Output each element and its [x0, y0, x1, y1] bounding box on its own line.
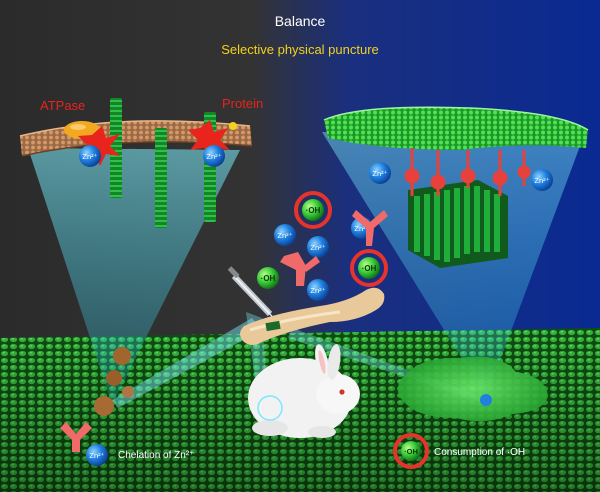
protein-dot [229, 122, 237, 130]
zn-ion-icon: Zn²⁺ [307, 279, 329, 301]
svg-text:Zn²⁺: Zn²⁺ [372, 169, 387, 178]
svg-text:Zn²⁺: Zn²⁺ [206, 152, 221, 161]
svg-text:·OH: ·OH [261, 274, 276, 283]
svg-text:Zn²⁺: Zn²⁺ [534, 176, 549, 185]
title: Balance [275, 13, 326, 29]
zn-ion-icon: Zn²⁺ [86, 444, 108, 466]
membrane-receptors [404, 148, 531, 196]
svg-text:·OH: ·OH [306, 206, 321, 215]
puncture-star-right [188, 120, 230, 160]
oh-radical-icon: ·OH [257, 267, 279, 289]
puncture-star-left [78, 126, 120, 166]
y-shaped-chelator-icon [60, 422, 92, 452]
svg-text:Zn²⁺: Zn²⁺ [277, 231, 292, 240]
right-cell-membrane [323, 106, 589, 150]
svg-text:·OH: ·OH [404, 447, 418, 456]
zn-ion-icon: Zn²⁺ [531, 169, 553, 191]
zn-ion-icon: Zn²⁺ [203, 145, 225, 167]
svg-text:Zn²⁺: Zn²⁺ [310, 286, 325, 295]
subtitle: Selective physical puncture [221, 42, 379, 57]
oh-radical-icon: ·OH [393, 433, 429, 469]
green-cell [397, 356, 548, 422]
bone-icon [240, 287, 385, 345]
svg-text:Zn²⁺: Zn²⁺ [89, 451, 104, 460]
oh-radical-icon: ·OH [294, 191, 332, 229]
rabbit-icon [248, 344, 360, 438]
zn-ion-icon: Zn²⁺ [307, 236, 329, 258]
atpase-label: ATPase [40, 98, 85, 113]
zn-ion-icon: Zn²⁺ [369, 162, 391, 184]
bacteria-cluster [94, 347, 134, 416]
center-beam-left [112, 318, 262, 408]
legend-chelation: Zn²⁺ Chelation of Zn²⁺ [60, 422, 194, 466]
zn-ion-icon: Zn²⁺ [274, 224, 296, 246]
svg-text:Zn²⁺: Zn²⁺ [310, 243, 325, 252]
y-shaped-chelator-icon [280, 252, 320, 286]
oh-radical-icon: ·OH [350, 249, 388, 287]
svg-text:·OH: ·OH [362, 264, 377, 273]
zn-ion-icon: Zn²⁺ [79, 145, 101, 167]
svg-text:Zn²⁺: Zn²⁺ [354, 224, 369, 233]
legend-chelation-label: Chelation of Zn²⁺ [118, 450, 194, 461]
left-beam-cone [28, 148, 240, 405]
legend-consumption-label: Consumption of ·OH [434, 447, 525, 458]
protein-label: Protein [222, 96, 263, 111]
legend-consumption: ·OH Consumption of ·OH [393, 433, 525, 469]
y-shaped-chelator-icon [352, 210, 388, 246]
right-nanopillar-array [408, 180, 508, 268]
svg-text:Zn²⁺: Zn²⁺ [82, 152, 97, 161]
syringe-icon [227, 266, 281, 327]
